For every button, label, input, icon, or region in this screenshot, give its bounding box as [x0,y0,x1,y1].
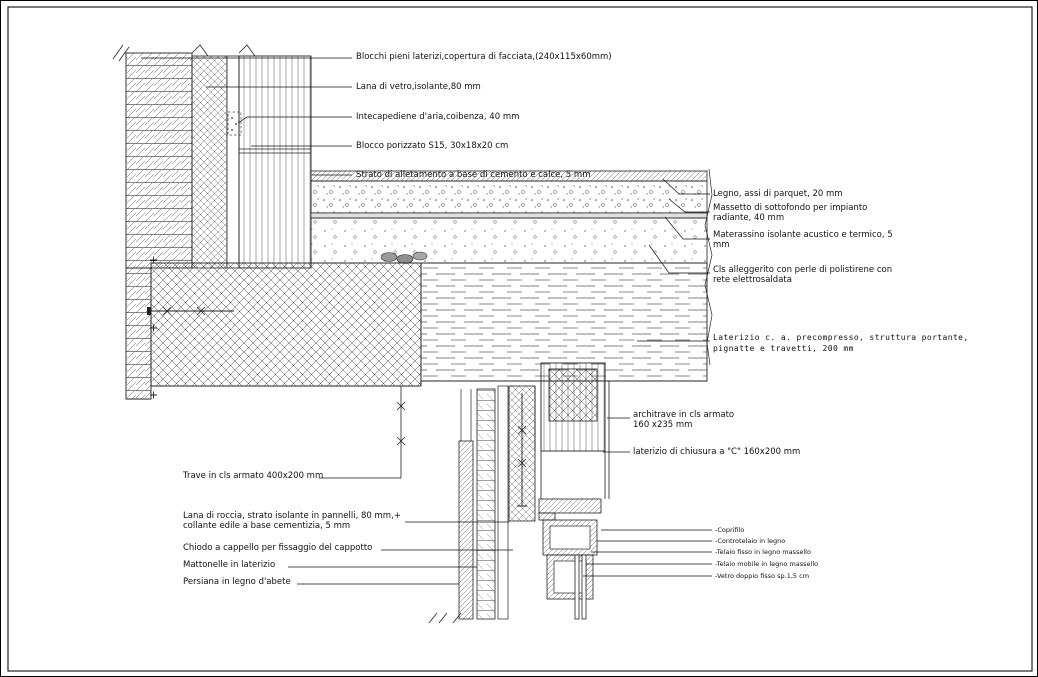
wall-glasswool-insulation [191,55,228,269]
sheet-frame [7,6,1033,672]
label-laterizio-ca: Laterizio c. a. precompresso, struttura … [713,333,969,353]
chiodo-cappello-nail [517,393,527,507]
floor-right-break [704,168,713,366]
tile-cladding-mattonelle [476,388,496,620]
floor-screed-layer [310,180,708,214]
lintel-architrave [548,368,598,422]
bottom-break-marks [428,612,462,624]
floor-lightweight-concrete-layer [310,217,708,264]
shutter-persiana [458,389,474,620]
label-architrave: architrave in cls armato 160 x235 mm [633,410,735,430]
label-telaio-mobile: -Telaio mobile in legno massello [715,560,819,568]
anchor-fasteners [147,256,527,507]
glass-panes [574,554,587,620]
label-chiodo: Chiodo a cappello per fissaggio del capp… [183,543,373,553]
label-laterizio-chiusura: laterizio di chiusura a "C" 160x200 mm [633,447,801,457]
window-frame-assembly [538,498,602,600]
wall-brick-facing [125,52,193,400]
label-lana-di-vetro: Lana di vetro,isolante,80 mm [356,82,481,92]
label-trave: Trave in cls armato 400x200 mm [183,471,324,481]
label-cls-alleggerito: Cls alleggerito con perle di polistirene… [713,265,893,285]
floor-slab-laterizio [420,262,708,382]
polystyrene-pearls [380,251,428,264]
label-vetro-doppio: -Vetro doppio fisso sp.1,5 cm [715,572,810,580]
plaster-layer [497,385,509,620]
label-blocco-porizzato: Blocco porizzato S15, 30x18x20 cm [356,141,509,151]
label-blocchi-pieni: Blocchi pieni laterizi,copertura di facc… [356,52,612,62]
controtelaio-block [538,498,602,514]
label-materassino: Materassino isolante acustico e termico,… [713,230,893,250]
leader-lines [141,57,712,585]
label-telaio-fisso: -Telaio fisso in legno massello [715,548,811,556]
label-persiana: Persiana in legno d'abete [183,577,291,587]
structure-lines [151,380,707,499]
coprifilo-block [538,512,556,521]
label-coprifilo: -Coprifilo [715,526,745,534]
corner-beam-trave [150,262,422,387]
label-controtelaio: -Controtelaio in legno [715,537,786,545]
label-strato-allettamento: Strato di alletamento a base di cemento … [356,170,591,180]
label-parquet: Legno, assi di parquet, 20 mm [713,189,843,199]
label-massetto: Massetto di sottofondo per impianto radi… [713,203,868,223]
label-mattonelle: Mattonelle in laterizio [183,560,276,570]
top-break-marks [112,44,256,62]
wall-porous-block [238,55,312,269]
label-intercapedine-aria: Intecapediene d'aria,coibenza, 40 mm [356,112,520,122]
floor-acoustic-mat-layer [310,212,708,219]
label-lana-roccia: Lana di roccia, strato isolante in panne… [183,511,401,531]
